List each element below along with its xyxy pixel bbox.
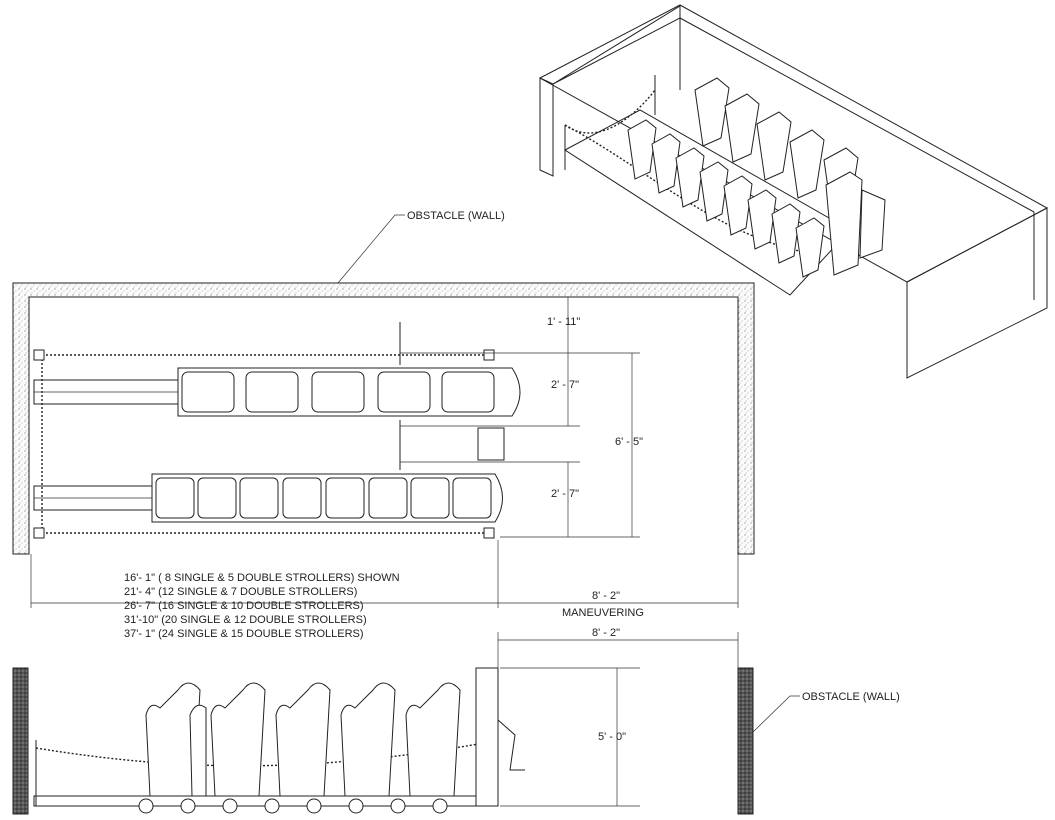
iso-stroller	[756, 111, 792, 181]
dim-top-gap: 1' - 11"	[547, 316, 580, 328]
elev-base	[33, 795, 495, 807]
plan-double-stroller	[377, 371, 431, 413]
plan-single-stroller	[368, 477, 408, 519]
elev-stroller	[275, 682, 331, 797]
elev-chain	[35, 741, 491, 767]
wheel	[432, 798, 448, 814]
elev-wall-right	[737, 667, 754, 815]
iso-wall-back-edge	[552, 5, 681, 85]
plan-double-stroller	[181, 371, 235, 413]
iso-strollers-front	[627, 119, 825, 278]
elev-wheels	[138, 798, 448, 814]
iso-payment-kiosk	[825, 171, 863, 276]
plan-single-stroller	[410, 477, 450, 519]
maneuvering-label: MANEUVERING	[562, 607, 644, 619]
obstacle-top-leader	[337, 214, 405, 284]
dim-maneuver-elev: 8' - 2"	[592, 627, 620, 639]
iso-stroller	[771, 203, 801, 264]
dim-height: 5' - 0"	[598, 731, 626, 743]
dim-row1: 2' - 7"	[551, 379, 579, 391]
iso-stroller	[789, 129, 825, 199]
elevation-view: OBSTACLE (WALL)	[12, 627, 900, 815]
obstacle-side-label: OBSTACLE (WALL)	[802, 691, 900, 703]
dim-maneuver-plan: 8' - 2"	[592, 590, 620, 602]
obstacle-top-label: OBSTACLE (WALL)	[407, 210, 505, 222]
configuration-line: 21'- 4" (12 SINGLE & 7 DOUBLE STROLLERS)	[124, 586, 357, 598]
elev-wall-left	[12, 667, 29, 815]
iso-wall-right-face	[906, 207, 1048, 379]
iso-stroller	[651, 133, 681, 194]
iso-wall-back-inner	[679, 17, 1035, 213]
wheel	[348, 798, 364, 814]
wheel	[138, 798, 154, 814]
configuration-line: 16'- 1" ( 8 SINGLE & 5 DOUBLE STROLLERS)…	[124, 572, 400, 584]
plan-single-stroller	[155, 477, 195, 519]
dim-overall: 6' - 5"	[615, 436, 643, 448]
iso-kiosk-side	[859, 189, 886, 259]
configuration-line: 26'- 7" (16 SINGLE & 10 DOUBLE STROLLERS…	[124, 600, 364, 612]
plan-post	[483, 349, 495, 361]
elev-stroller	[210, 682, 266, 797]
elev-strollers	[145, 682, 461, 797]
wheel	[390, 798, 406, 814]
plan-post	[33, 527, 45, 539]
iso-stroller	[747, 189, 777, 250]
iso-stroller	[694, 77, 730, 147]
wheel	[264, 798, 280, 814]
plan-post	[483, 527, 495, 539]
isometric-view	[538, 4, 1049, 379]
plan-row-single	[33, 473, 503, 523]
elev-stroller	[145, 682, 201, 797]
plan-view: OBSTACLE (WALL)	[12, 210, 755, 640]
elev-kiosk-bracket	[497, 719, 525, 771]
plan-kiosk	[477, 427, 505, 461]
plan-single-stroller	[197, 477, 237, 519]
configuration-list: 16'- 1" ( 8 SINGLE & 5 DOUBLE STROLLERS)…	[124, 572, 400, 640]
wheel	[222, 798, 238, 814]
wheel	[306, 798, 322, 814]
obstacle-side-leader	[752, 695, 800, 733]
wheel	[180, 798, 196, 814]
iso-stroller	[675, 147, 705, 208]
iso-wall-left-end	[539, 77, 554, 177]
plan-double-stroller	[441, 371, 495, 413]
plan-double-stroller	[311, 371, 365, 413]
elev-stroller	[405, 682, 461, 797]
plan-double-stroller	[245, 371, 299, 413]
plan-single-stroller	[452, 477, 492, 519]
configuration-line: 37'- 1" (24 SINGLE & 15 DOUBLE STROLLERS…	[124, 628, 364, 640]
elev-kiosk	[475, 667, 499, 807]
iso-stroller	[627, 119, 657, 180]
iso-stroller	[724, 93, 760, 163]
iso-stroller	[795, 217, 825, 278]
elev-stroller	[189, 704, 207, 797]
elev-stroller	[340, 682, 396, 797]
plan-post	[33, 349, 45, 361]
iso-stroller	[723, 175, 753, 236]
dim-row2: 2' - 7"	[551, 488, 579, 500]
plan-single-stroller	[282, 477, 322, 519]
plan-single-stroller	[325, 477, 365, 519]
configuration-line: 31'-10" (20 SINGLE & 12 DOUBLE STROLLERS…	[124, 614, 367, 626]
plan-wall	[12, 282, 755, 555]
plan-single-stroller	[239, 477, 279, 519]
plan-row-double	[33, 367, 521, 417]
